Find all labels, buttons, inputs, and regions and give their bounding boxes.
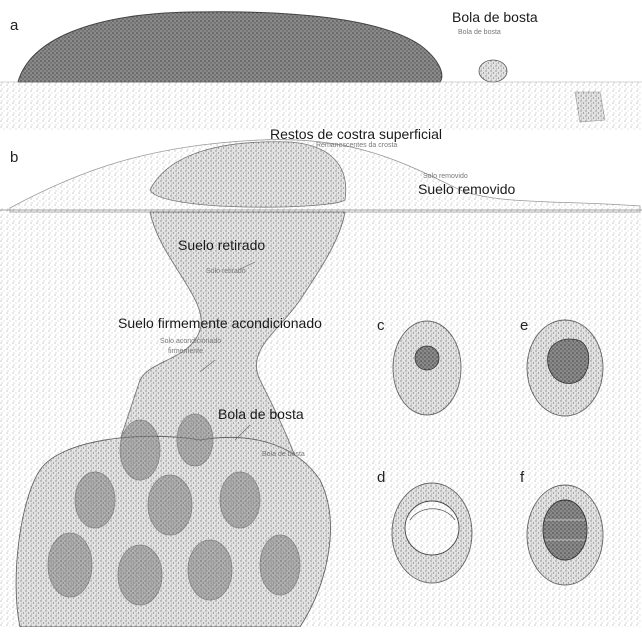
dung-ball-3 xyxy=(75,472,115,528)
panel-letter-a: a xyxy=(10,18,18,33)
label-bola-de-bosta-b: Bola de bosta xyxy=(218,407,304,421)
label-suelo-acondicionado: Suelo firmemente acondicionado xyxy=(118,316,322,330)
label-suelo-retirado: Suelo retirado xyxy=(178,238,265,252)
label-bola-de-bosta-a: Bola de bosta xyxy=(452,10,538,24)
small-burrow-a xyxy=(575,92,605,122)
panel-letter-f: f xyxy=(520,470,524,485)
dung-ball-5 xyxy=(220,472,260,528)
dung-ball-7 xyxy=(118,545,162,605)
larva-chamber-e xyxy=(548,339,589,383)
faint-suelo-retirado: Solo retirado xyxy=(206,268,246,275)
panel-letter-b: b xyxy=(10,150,18,165)
faint-suelo-acondicionado-2: firmemente xyxy=(168,348,203,355)
pupa-f xyxy=(543,500,587,560)
label-restos-costra: Restos de costra superficial xyxy=(270,127,442,141)
panel-letter-e: e xyxy=(520,318,528,333)
panel-c-ball xyxy=(393,321,461,415)
faint-suelo-acondicionado-1: Solo acondicionado xyxy=(160,338,221,345)
panel-letter-c: c xyxy=(377,318,385,333)
panel-d-ball xyxy=(392,483,472,583)
label-suelo-removido: Suelo removido xyxy=(418,182,515,196)
panel-f-ball xyxy=(527,485,603,585)
dung-ball-4 xyxy=(148,475,192,535)
panel-letter-d: d xyxy=(377,470,385,485)
faint-suelo-removido: Solo removido xyxy=(423,173,468,180)
faint-bola-de-bosta-b: Bola de bosta xyxy=(262,451,305,458)
dung-ball-2 xyxy=(177,414,213,466)
dung-ball-9 xyxy=(260,535,300,595)
faint-restos-costra: Remanescentes da crosta xyxy=(316,142,397,149)
panel-e-ball xyxy=(527,320,603,416)
dung-ball-6 xyxy=(48,533,92,597)
dung-ball-1 xyxy=(120,420,160,480)
dung-pat-shape xyxy=(18,12,442,82)
dung-ball-8 xyxy=(188,540,232,600)
faint-bola-de-bosta-a: Bola de bosta xyxy=(458,29,501,36)
dung-ball-surface xyxy=(479,60,507,82)
panel-a-soil xyxy=(0,82,642,130)
egg-chamber-c xyxy=(415,346,439,370)
panel-a-scene xyxy=(0,12,642,130)
